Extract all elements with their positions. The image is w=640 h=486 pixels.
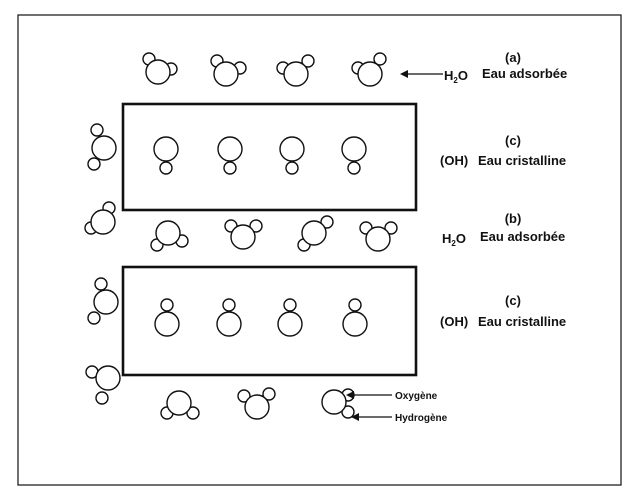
hydrogen-atom xyxy=(222,298,236,312)
hydroxyl-group xyxy=(154,298,180,337)
row4-formula: (OH) xyxy=(440,314,468,329)
water-molecule xyxy=(224,219,263,250)
hydrogen-atom xyxy=(90,123,104,137)
oxygen-atom xyxy=(155,220,181,246)
hydroxyl-group xyxy=(217,136,243,175)
legend-hydrogen-label: Hydrogène xyxy=(395,413,448,424)
row1-tag: (a) xyxy=(505,50,521,65)
oxygen-atom xyxy=(365,226,391,252)
hydroxyl-group xyxy=(279,136,305,175)
hydrogen-atom xyxy=(301,54,315,68)
oxygen-atom xyxy=(277,311,303,337)
oxygen-atom xyxy=(166,390,192,416)
crystal-layer-1 xyxy=(121,102,418,212)
hydrogen-atom xyxy=(159,161,173,175)
hydroxyl-group xyxy=(342,298,368,337)
oxygen-atom xyxy=(357,61,383,87)
oxygen-atom xyxy=(154,311,180,337)
hydrogen-atom xyxy=(249,219,263,233)
row3-text: Eau adsorbée xyxy=(480,229,565,244)
oxygen-atom xyxy=(95,365,121,391)
oxygen-atom xyxy=(217,136,243,162)
hydrogen-atom xyxy=(94,277,108,291)
oxygen-atom xyxy=(230,224,256,250)
row3-tag: (b) xyxy=(505,211,522,226)
oxygen-atom xyxy=(283,61,309,87)
outer-frame xyxy=(17,14,622,486)
water-molecule xyxy=(160,390,200,420)
oxygen-atom xyxy=(244,394,270,420)
hydrogen-atom xyxy=(384,221,398,235)
oxygen-atom xyxy=(213,61,239,87)
oxygen-atom xyxy=(216,311,242,337)
hydrogen-atom xyxy=(341,405,355,419)
molecules-group xyxy=(84,52,398,420)
oxygen-atom xyxy=(342,311,368,337)
hydrogen-atom xyxy=(348,298,362,312)
water-molecule xyxy=(321,388,355,419)
hydrogen-atom xyxy=(262,387,276,401)
row2-text: Eau cristalline xyxy=(478,153,566,168)
hydrogen-atom xyxy=(347,161,361,175)
oxygen-atom xyxy=(153,136,179,162)
water-molecule xyxy=(84,201,116,235)
hydrogen-atom xyxy=(87,311,101,325)
row4-text: Eau cristalline xyxy=(478,314,566,329)
row1-formula: H2O xyxy=(444,68,468,85)
hydroxyl-group xyxy=(216,298,242,337)
hydrogen-atom xyxy=(186,406,200,420)
hydrogen-atom xyxy=(283,298,297,312)
water-molecule xyxy=(87,123,117,171)
crystal-layer-2 xyxy=(121,265,418,377)
water-molecule xyxy=(276,54,315,87)
water-molecule xyxy=(210,54,247,87)
row2-tag: (c) xyxy=(505,133,521,148)
hydroxyl-group xyxy=(341,136,367,175)
hydroxyl-group xyxy=(153,136,179,175)
water-molecule xyxy=(142,52,178,85)
row4-tag: (c) xyxy=(505,293,521,308)
row1-text: Eau adsorbée xyxy=(482,66,567,81)
hydrogen-atom xyxy=(87,157,101,171)
row2-formula: (OH) xyxy=(440,153,468,168)
oxygen-atom xyxy=(341,136,367,162)
hydrogen-atom xyxy=(237,389,251,403)
hydroxyl-group xyxy=(277,298,303,337)
hydrogen-atom xyxy=(160,298,174,312)
hydrogen-atom xyxy=(373,52,387,66)
water-molecule xyxy=(297,215,334,252)
hydrogen-atom xyxy=(320,215,334,229)
water-molecule xyxy=(237,387,276,420)
hydrogen-atom xyxy=(285,161,299,175)
oxygen-atom xyxy=(145,59,171,85)
oxygen-atom xyxy=(301,220,327,246)
water-molecule xyxy=(351,52,387,87)
arrow-oxygen xyxy=(346,391,392,399)
hydrogen-atom xyxy=(95,391,109,405)
oxygen-atom xyxy=(321,389,347,415)
hydrogen-atom xyxy=(223,161,237,175)
water-molecule xyxy=(150,220,189,252)
oxygen-atom xyxy=(279,136,305,162)
water-molecule xyxy=(359,221,398,252)
water-molecule xyxy=(87,277,119,325)
water-molecule xyxy=(85,365,121,405)
oxygen-atom xyxy=(93,289,119,315)
arrow-hydrogen xyxy=(351,413,392,421)
legend-oxygen-label: Oxygène xyxy=(395,391,438,402)
oxygen-atom xyxy=(90,209,116,235)
arrow-adsorbed-water xyxy=(400,70,443,78)
oxygen-atom xyxy=(91,135,117,161)
row3-formula: H2O xyxy=(442,231,466,248)
